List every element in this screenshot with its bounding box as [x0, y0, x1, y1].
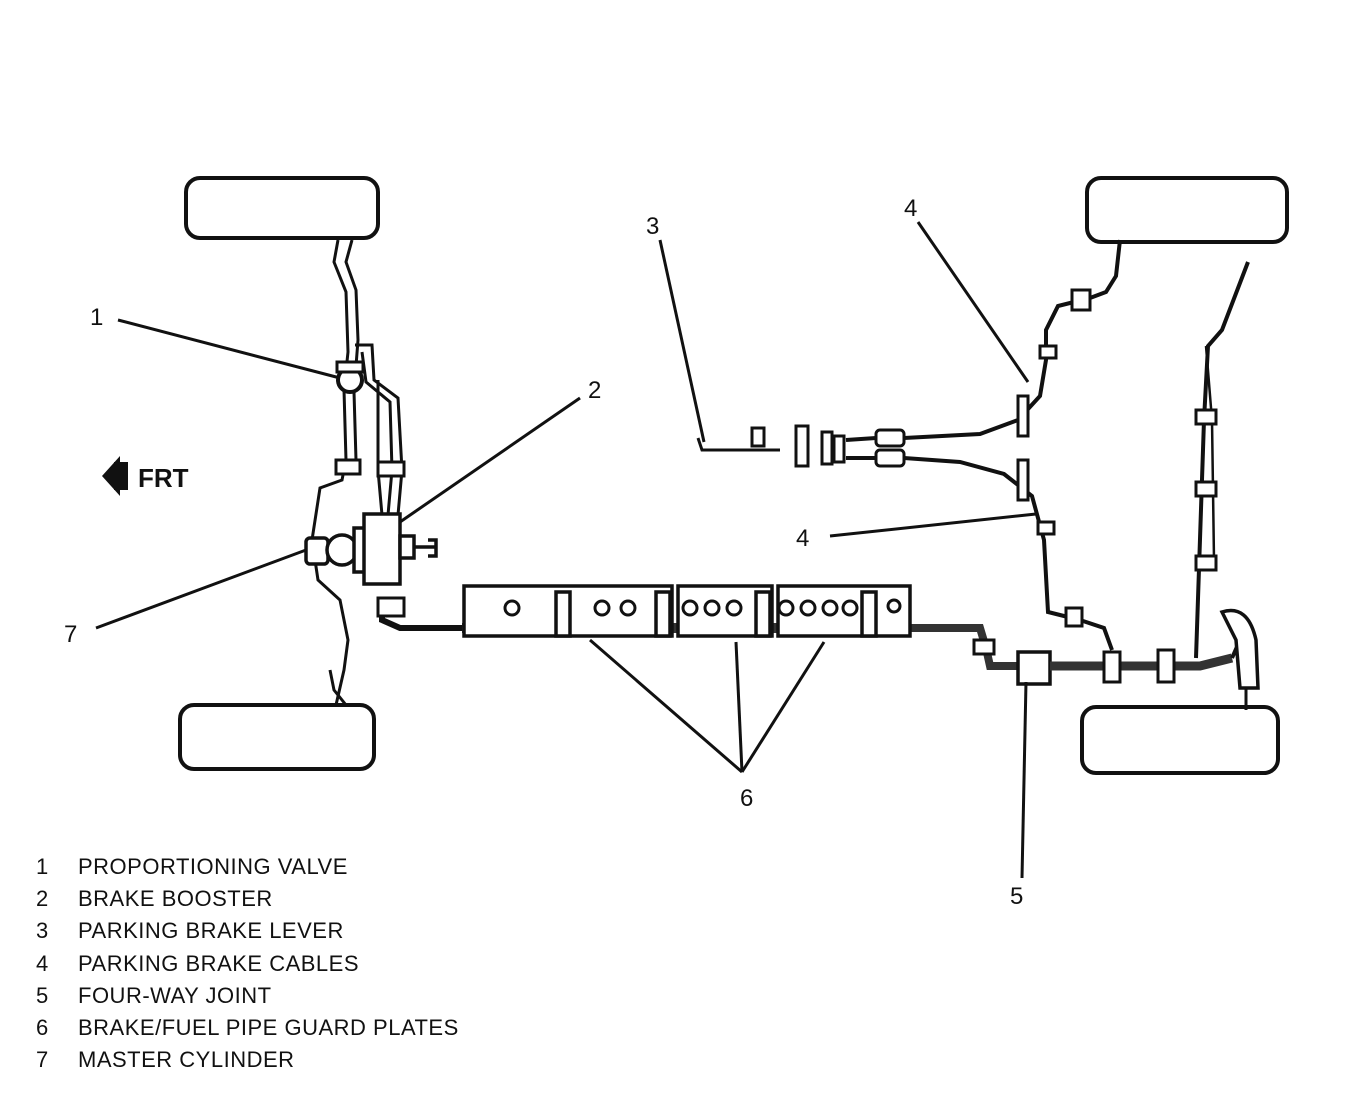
legend-number: 6	[36, 1014, 49, 1040]
legend-text: PARKING BRAKE CABLES	[78, 950, 360, 976]
rear-brake-pipes	[1050, 261, 1250, 684]
legend-text: PARKING BRAKE LEVER	[78, 918, 344, 944]
legend-item: 7 MASTER CYLINDER	[36, 1045, 459, 1077]
legend-item: 4 PARKING BRAKE CABLES	[36, 949, 459, 981]
legend-item: 2 BRAKE BOOSTER	[36, 884, 459, 916]
callout-4-lower: 4	[796, 525, 809, 552]
legend-text: FOUR-WAY JOINT	[78, 982, 272, 1008]
tire-rear-top	[1085, 176, 1289, 244]
callout-1: 1	[90, 304, 103, 331]
rear-line-clips	[1194, 408, 1218, 572]
brake-booster	[362, 512, 438, 586]
legend-text: MASTER CYLINDER	[78, 1047, 295, 1073]
front-direction-label: FRT	[138, 463, 189, 493]
parking-cable-fittings	[874, 288, 1092, 628]
legend-number: 3	[36, 918, 49, 944]
front-direction-indicator: FRT	[102, 456, 189, 496]
legend-number: 1	[36, 854, 49, 879]
legend-number: 4	[36, 950, 49, 976]
tire-rear-bottom	[1080, 705, 1280, 775]
guard-plates	[462, 584, 912, 638]
parking-brake-cables	[845, 239, 1122, 651]
legend-number: 7	[36, 1047, 49, 1073]
legend-item: 5 FOUR-WAY JOINT	[36, 981, 459, 1013]
legend-text: BRAKE/FUEL PIPE GUARD PLATES	[78, 1014, 459, 1040]
tire-front-top	[184, 176, 380, 240]
proportioning-valve	[335, 360, 365, 394]
rear-hose-right	[1219, 608, 1260, 710]
legend-item: 1 PROPORTIONING VALVE	[36, 852, 459, 884]
legend-text: BRAKE BOOSTER	[78, 886, 273, 912]
four-way-joint	[1016, 650, 1052, 686]
callout-7: 7	[64, 621, 77, 648]
legend-number: 2	[36, 886, 49, 912]
master-cylinder	[304, 526, 370, 574]
legend-item: 6 BRAKE/FUEL PIPE GUARD PLATES	[36, 1013, 459, 1045]
callout-4-upper: 4	[904, 195, 917, 222]
front-line-clips	[334, 458, 406, 478]
legend-number: 5	[36, 982, 49, 1008]
callout-3: 3	[646, 213, 659, 240]
parking-brake-lever	[696, 424, 846, 468]
callout-numbers: 1 2 3 4 4 5 6 7	[64, 195, 1023, 910]
tire-front-bottom	[178, 703, 376, 771]
callout-5: 5	[1010, 883, 1023, 910]
leader-lines	[95, 221, 1037, 879]
legend-item: 3 PARKING BRAKE LEVER	[36, 916, 459, 948]
callout-6: 6	[740, 785, 753, 812]
legend-text: PROPORTIONING VALVE	[78, 854, 348, 879]
callout-2: 2	[588, 377, 601, 404]
